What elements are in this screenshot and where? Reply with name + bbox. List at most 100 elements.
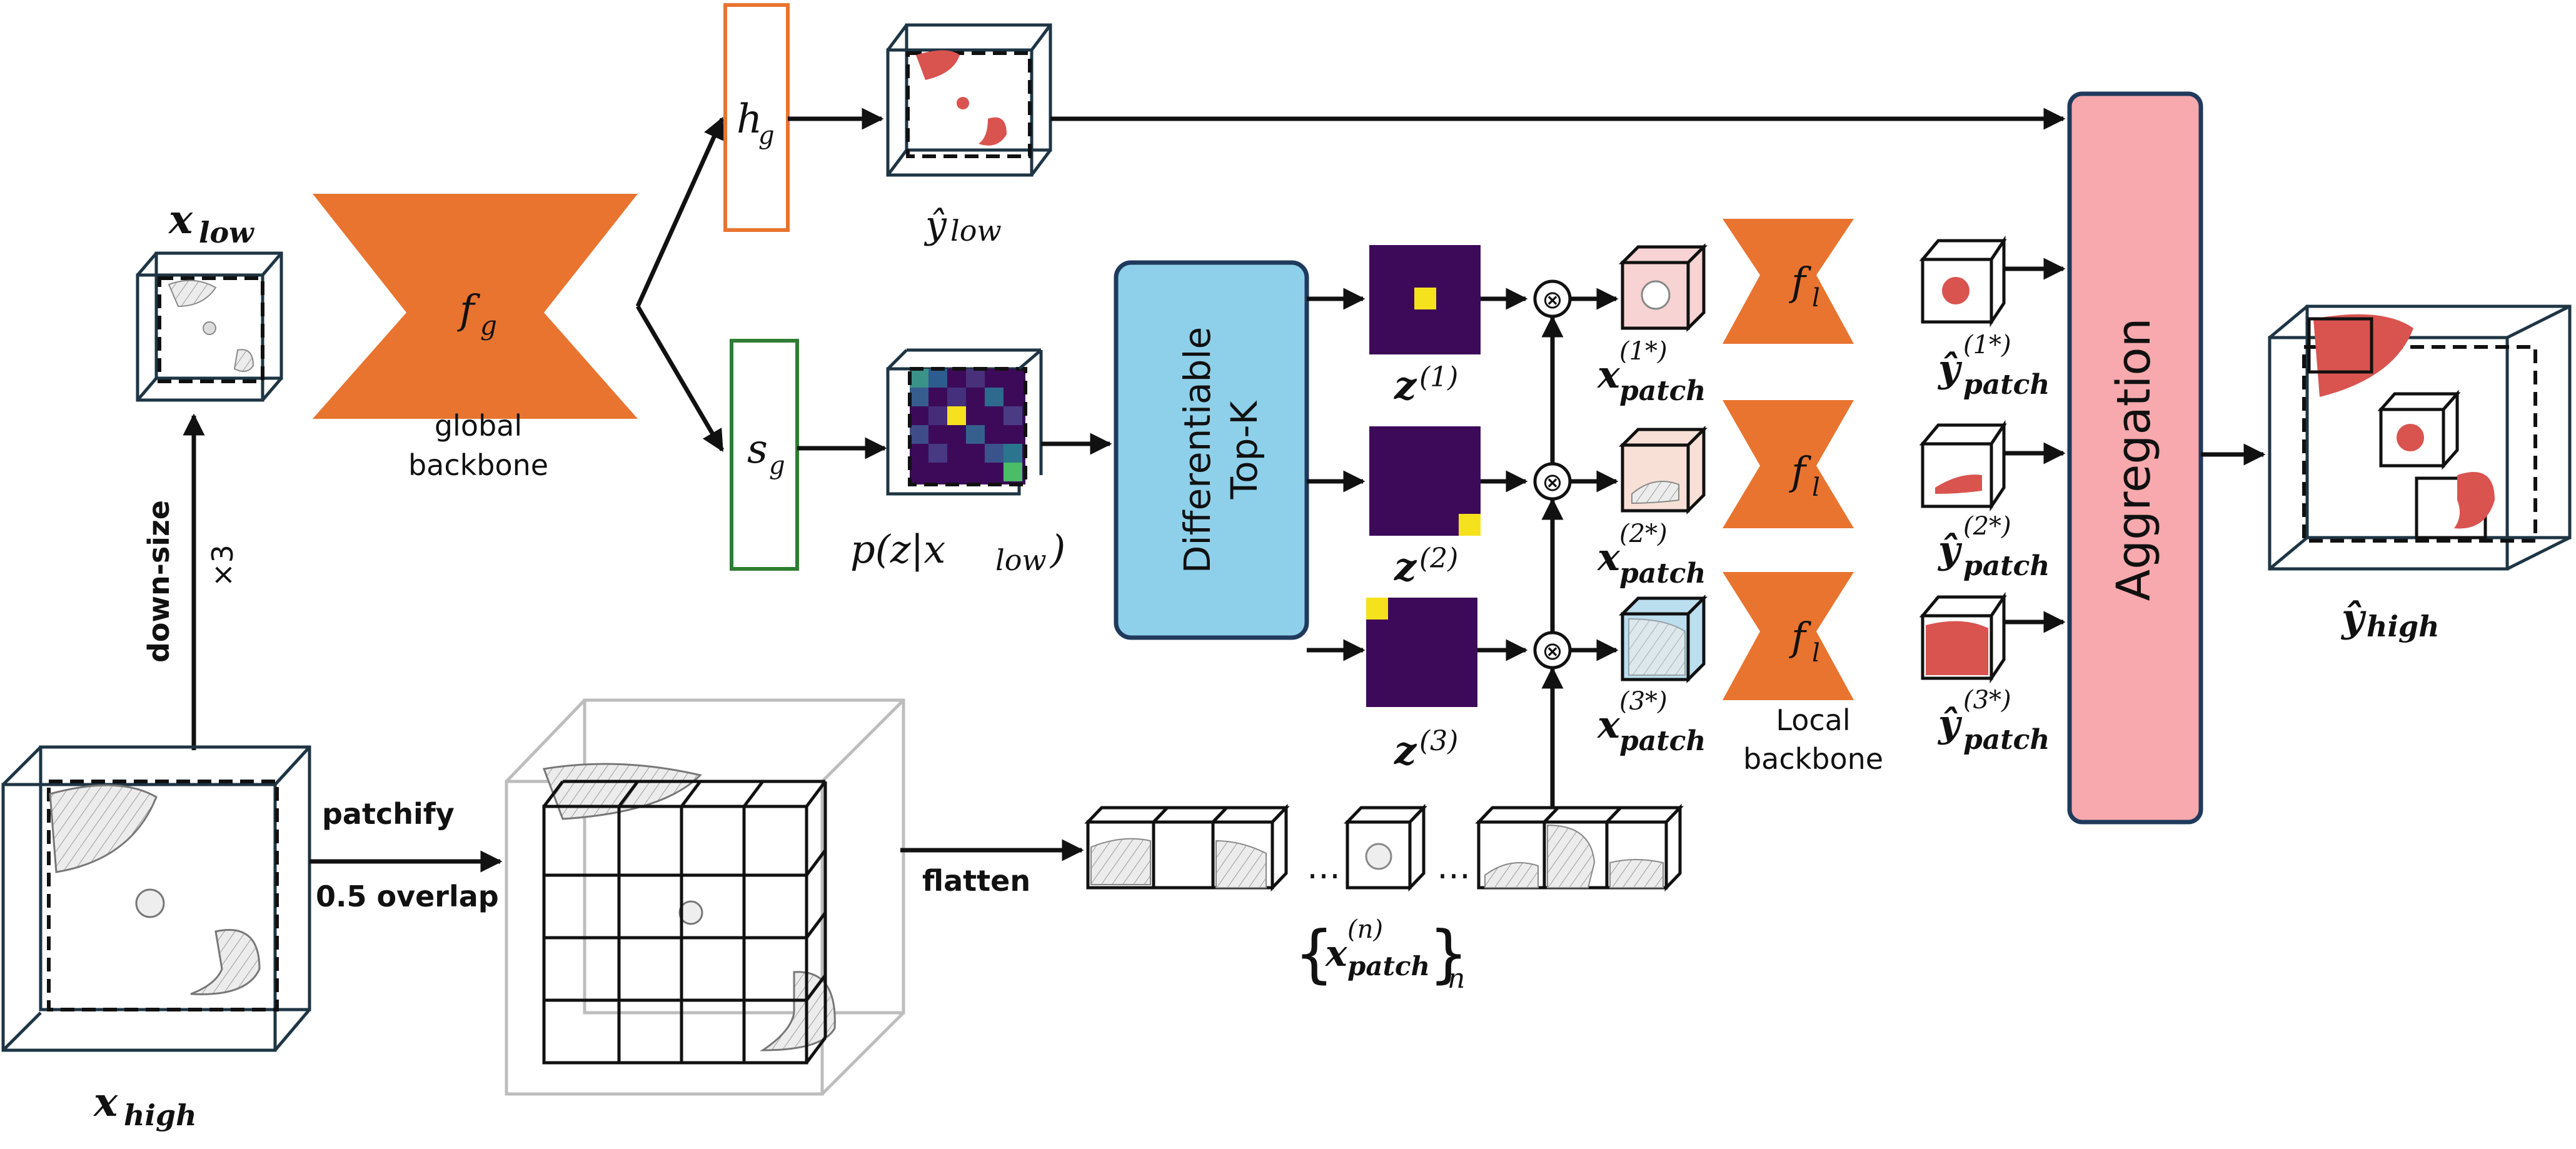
xpatch1-superscript: (1*)	[1619, 337, 1668, 366]
p-z-subscript: low	[995, 543, 1047, 577]
x-low-volume	[136, 251, 283, 402]
pred-patch-2-cube	[1919, 419, 2007, 512]
stomach-mask-icon	[979, 117, 1007, 146]
liver-mask-icon	[2313, 314, 2413, 397]
liver-mask-icon	[916, 50, 960, 80]
z2-superscript: (2)	[1419, 543, 1458, 574]
xpatch1-symbol: x	[1596, 353, 1621, 397]
f-l-subscript-1: l	[1812, 284, 1820, 313]
set-open-brace: {	[1294, 917, 1334, 990]
z3-selected-cell	[1366, 598, 1388, 620]
p-z-close: )	[1049, 526, 1065, 572]
patch-1-cube	[1618, 243, 1708, 333]
probability-heatmap	[886, 348, 1043, 496]
z3-superscript: (3)	[1419, 725, 1458, 757]
kidney-sketch-icon	[1365, 843, 1392, 870]
liver-sketch-icon	[1628, 618, 1686, 676]
x-low-symbol: x	[168, 196, 193, 243]
multiply-symbol-2: ⊗	[1542, 468, 1563, 497]
topk-label-1: Differentiable	[1176, 327, 1219, 573]
liver-mask-icon	[1926, 621, 1988, 675]
ypatch2-superscript: (2*)	[1963, 512, 2011, 541]
flattened-patch-sequence: … …	[1084, 803, 1684, 892]
x-high-subscript: high	[124, 1098, 197, 1132]
local-backbone-3: f l	[1723, 572, 1854, 700]
downsize-label: down-size	[142, 500, 176, 663]
x-high-symbol: x	[93, 1079, 118, 1126]
aggregation-label: Aggregation	[2107, 318, 2161, 601]
y-high-volume	[2268, 304, 2572, 571]
z1-selected-cell	[1414, 288, 1436, 309]
stomach-sketch-icon	[190, 929, 261, 995]
kidney-mask-icon	[2397, 424, 2424, 451]
ypatch3-subscript: patch	[1963, 724, 2050, 756]
xpatch3-subscript: patch	[1619, 725, 1706, 757]
liver-sketch-icon	[542, 763, 702, 820]
xn-subscript: patch	[1347, 951, 1430, 981]
pred-patch-3-cube	[1919, 591, 2007, 684]
y-high-subscript: high	[2367, 610, 2440, 643]
aggregation-block	[2067, 91, 2203, 825]
global-backbone-shape	[313, 194, 638, 419]
ypatch3-superscript: (3*)	[1963, 686, 2011, 715]
kidney-sketch-icon	[135, 888, 165, 918]
z1-symbol: z	[1394, 363, 1417, 408]
f-l-subscript-3: l	[1812, 639, 1820, 668]
fg-to-hg-arrow	[635, 116, 725, 308]
local-backbone-label-1: Local	[1776, 703, 1850, 737]
z2-selected-cell	[1459, 514, 1481, 536]
xpatch2-subscript: patch	[1619, 558, 1706, 590]
z2-symbol: z	[1394, 544, 1417, 590]
x-low-subscript: low	[199, 216, 254, 249]
xpatch2-superscript: (2*)	[1619, 519, 1668, 548]
multiply-symbol-3: ⊗	[1542, 637, 1563, 666]
kidney-mask-icon	[957, 97, 969, 109]
kidney-sketch-icon	[1641, 280, 1671, 310]
differentiable-topk-block	[1114, 260, 1309, 640]
patch-grid-volume	[505, 698, 905, 1096]
xn-symbol: x	[1324, 932, 1348, 975]
patch-2-cube	[1618, 425, 1708, 515]
ypatch1-subscript: patch	[1963, 369, 2050, 401]
liver-sketch-icon	[168, 279, 217, 308]
sequence-ellipsis-1: …	[1307, 847, 1341, 886]
xpatch1-subscript: patch	[1619, 375, 1706, 407]
liver-sketch-icon	[49, 784, 158, 873]
stomach-mask-icon	[1935, 474, 1982, 494]
stomach-sketch-icon	[233, 349, 254, 372]
sequence-ellipsis-2: …	[1437, 847, 1471, 886]
downsize-factor: ×3	[206, 544, 239, 587]
ypatch2-subscript: patch	[1963, 550, 2050, 582]
s-g-subscript: g	[769, 451, 785, 480]
y-low-subscript: low	[950, 214, 1002, 248]
global-backbone-label-2: backbone	[408, 448, 548, 482]
xpatch2-symbol: x	[1596, 536, 1621, 580]
set-index: n	[1447, 963, 1465, 995]
s-g-symbol: s	[747, 426, 768, 473]
y-high-symbol: ŷ	[2340, 595, 2367, 641]
kidney-sketch-icon	[203, 321, 216, 335]
global-backbone-label-1: global	[435, 409, 522, 443]
local-backbone-1: f l	[1723, 219, 1854, 344]
fg-to-sg-arrow	[635, 305, 725, 453]
stomach-sketch-icon	[1631, 481, 1679, 504]
p-z-label: p(z|x	[850, 526, 945, 572]
xn-superscript: (n)	[1347, 915, 1383, 944]
h-g-subscript: g	[758, 121, 775, 150]
stomach-mask-icon	[2454, 472, 2495, 529]
pred-patch-1-cube	[1919, 235, 2007, 328]
multiply-symbol-1: ⊗	[1542, 286, 1563, 314]
kidney-mask-icon	[1942, 277, 1970, 304]
patch-3-cube	[1618, 594, 1708, 684]
ypatch1-superscript: (1*)	[1963, 331, 2011, 359]
patchify-label: patchify	[322, 797, 455, 831]
set-close-brace: }	[1429, 917, 1469, 990]
xpatch3-symbol: x	[1596, 703, 1621, 747]
f-g-subscript: g	[480, 310, 497, 341]
y-low-volume	[886, 23, 1052, 177]
kidney-sketch-icon	[678, 900, 703, 925]
ypatch1-symbol: ŷ	[1937, 347, 1963, 391]
ypatch2-symbol: ŷ	[1937, 528, 1963, 572]
